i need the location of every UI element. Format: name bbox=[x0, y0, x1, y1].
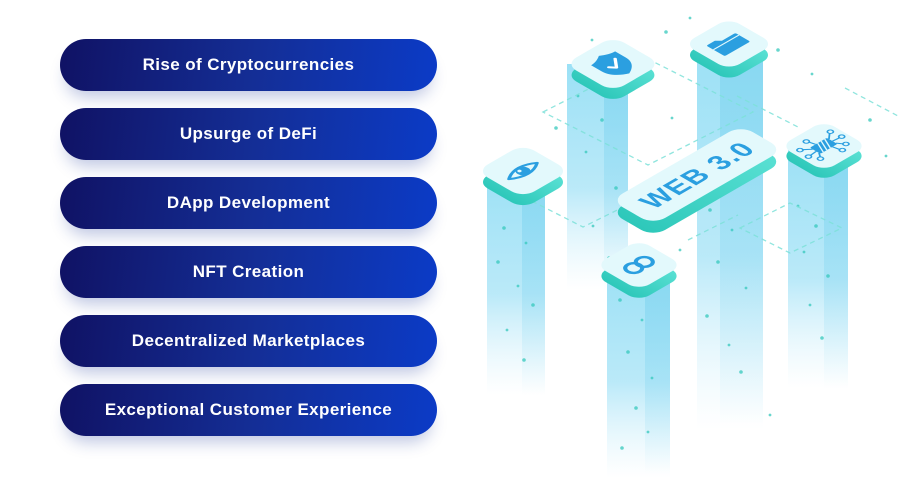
feature-list: Rise of Cryptocurrencies Upsurge of DeFi… bbox=[60, 39, 437, 436]
folder-pillar bbox=[697, 44, 763, 430]
feature-pill-marketplaces: Decentralized Marketplaces bbox=[60, 315, 437, 367]
web3-illustration: WEB 3.0 bbox=[482, 16, 900, 478]
feature-pill-label: DApp Development bbox=[166, 193, 331, 212]
chip-pillar bbox=[788, 146, 848, 388]
feature-pill-dapp: DApp Development bbox=[60, 177, 437, 229]
shield-check-icon bbox=[591, 51, 632, 75]
shield-pillar bbox=[567, 64, 628, 290]
eye-tile bbox=[482, 147, 564, 206]
feature-pill-label: NFT Creation bbox=[192, 262, 305, 281]
eye-icon bbox=[507, 161, 539, 181]
infinity-pillar bbox=[607, 265, 670, 478]
folder-tile bbox=[689, 21, 769, 78]
folder-icon bbox=[707, 33, 750, 56]
infinity-tile bbox=[601, 243, 677, 298]
feature-pill-customer-experience: Exceptional Customer Experience bbox=[60, 384, 437, 436]
chip-network-icon bbox=[796, 129, 850, 161]
feature-pill-defi: Upsurge of DeFi bbox=[60, 108, 437, 160]
feature-pill-label: Decentralized Marketplaces bbox=[131, 331, 366, 350]
feature-pill-label: Upsurge of DeFi bbox=[179, 124, 318, 143]
shield-tile bbox=[571, 40, 655, 99]
feature-pill-label: Rise of Cryptocurrencies bbox=[142, 55, 355, 74]
infinity-icon bbox=[623, 255, 655, 275]
chip-tile bbox=[786, 124, 862, 178]
eye-pillar bbox=[487, 171, 545, 395]
decorative-dots bbox=[496, 16, 888, 450]
feature-pill-cryptocurrencies: Rise of Cryptocurrencies bbox=[60, 39, 437, 91]
feature-pill-label: Exceptional Customer Experience bbox=[104, 400, 393, 419]
feature-pill-nft: NFT Creation bbox=[60, 246, 437, 298]
